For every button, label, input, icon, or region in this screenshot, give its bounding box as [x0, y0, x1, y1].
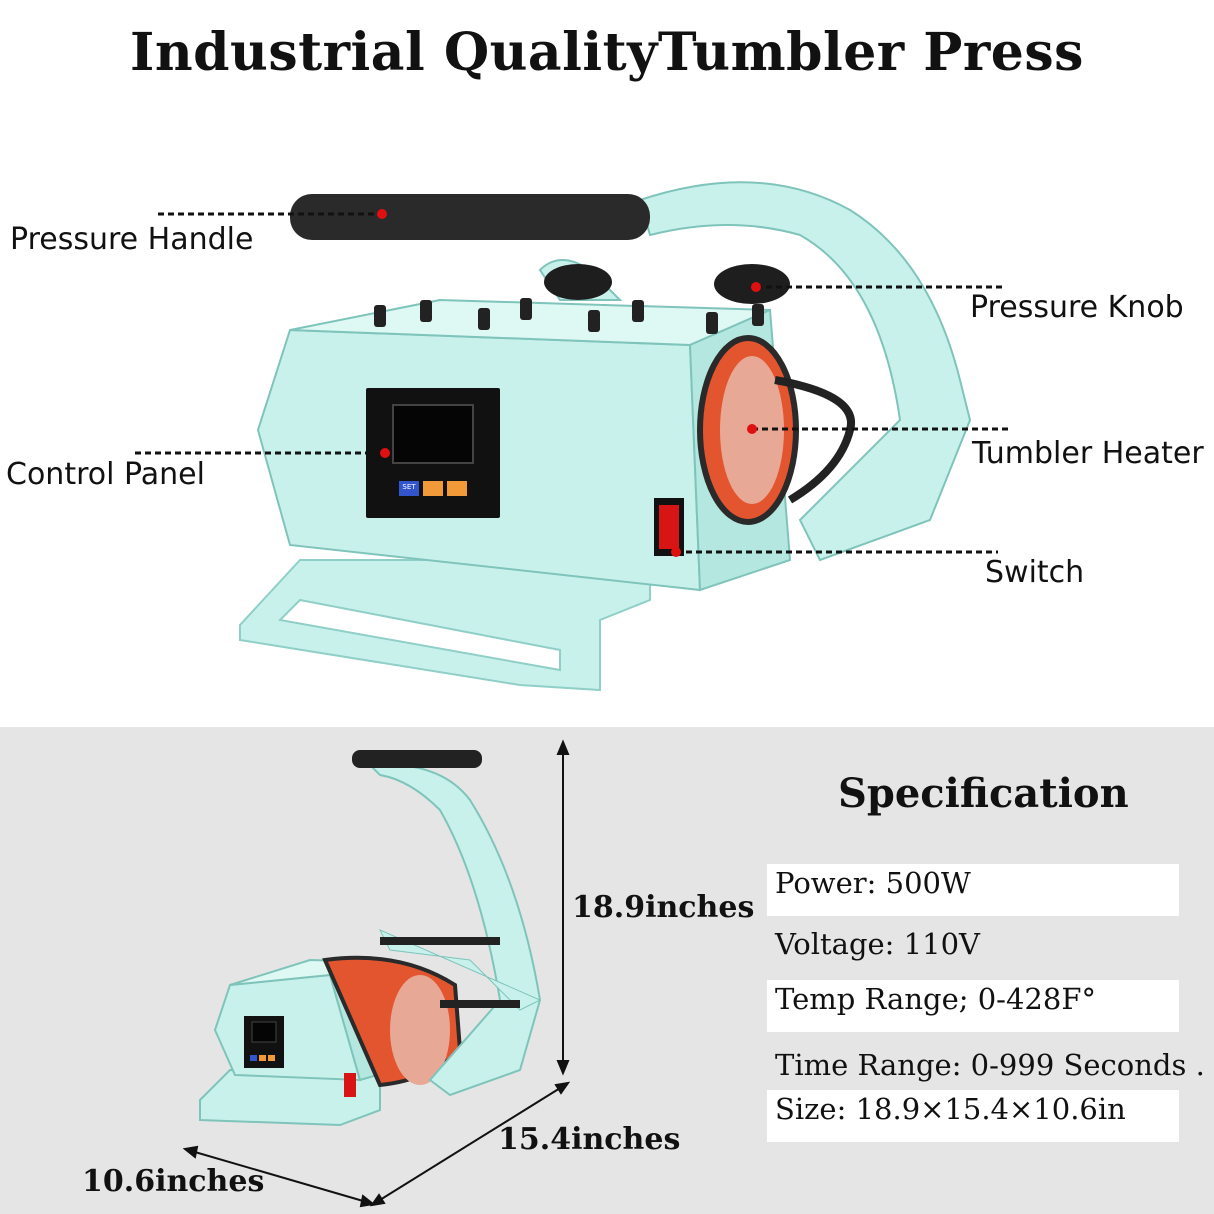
- callout-pressure-handle: Pressure Handle: [10, 222, 254, 257]
- width-dimension: 15.4inches: [498, 1122, 681, 1157]
- specification-title: Specification: [838, 770, 1129, 817]
- depth-dimension: 10.6inches: [82, 1164, 265, 1199]
- callout-pressure-knob: Pressure Knob: [970, 290, 1184, 325]
- knob-left: [544, 264, 612, 300]
- set-button-label: SET: [402, 483, 416, 491]
- page-title: Industrial QualityTumbler Press: [130, 22, 1084, 83]
- callout-tumbler-heater: Tumbler Heater: [972, 436, 1204, 471]
- spec-row-temp: Temp Range; 0-428F°: [767, 980, 1179, 1032]
- machine-arm: [638, 181, 972, 562]
- callout-control-panel: Control Panel: [6, 457, 205, 492]
- spec-row-time: Time Range: 0-999 Seconds .: [775, 1048, 1205, 1082]
- tumbler-press-illustration: [135, 181, 1008, 692]
- pressure-handle: [290, 194, 650, 240]
- spec-row-voltage: Voltage: 110V: [775, 927, 980, 961]
- spec-row-power: Power: 500W: [767, 864, 1179, 916]
- callout-switch: Switch: [985, 555, 1085, 590]
- spec-row-size: Size: 18.9×15.4×10.6in: [767, 1090, 1179, 1142]
- display-screen: [392, 404, 474, 464]
- height-dimension: 18.9inches: [572, 890, 755, 925]
